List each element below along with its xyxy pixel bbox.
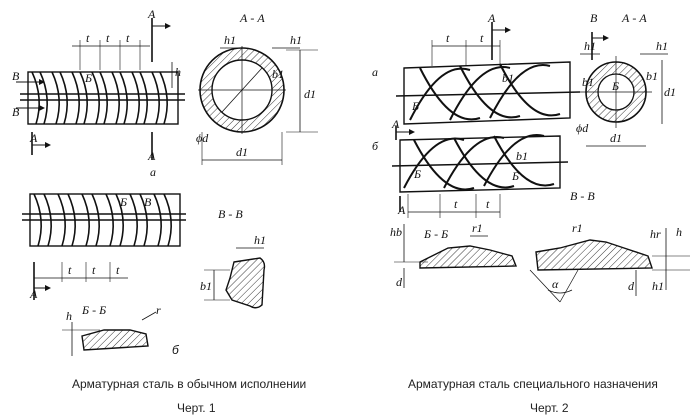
fig1-label-h1-b: h1 xyxy=(290,33,302,47)
fig2-label-hb: hb xyxy=(390,225,402,239)
fig2-label-b1-b: b1 xyxy=(646,69,658,83)
fig2-label-r1-b: r1 xyxy=(572,221,583,235)
fig2-label-marker-b-1: Б xyxy=(411,99,419,113)
fig2-label-section-aa: А - А xyxy=(621,11,647,25)
fig2-label-d1-v: d1 xyxy=(664,85,676,99)
fig1-label-t5: t xyxy=(92,263,96,277)
fig1-label-h-c: h xyxy=(66,309,72,323)
fig2-label-marker-a-1: А xyxy=(391,117,400,131)
fig2-label-phi-d: ϕd xyxy=(576,121,589,135)
fig1-label-marker-b-2: Б xyxy=(119,195,127,209)
fig1-label-h: h xyxy=(175,65,181,79)
figure2-section-vv xyxy=(529,228,690,303)
fig2-label-alpha: α xyxy=(552,277,559,291)
figure2-section-bb xyxy=(394,224,518,288)
fig1-label-marker-a-bottom: А xyxy=(147,149,156,163)
fig2-label-b1-a: b1 xyxy=(582,75,594,89)
fig2-label-section-vv: В - В xyxy=(570,189,595,203)
fig1-label-phi-d: ϕd xyxy=(196,131,209,145)
fig1-label-t6: t xyxy=(116,263,120,277)
fig2-label-h1-a: h1 xyxy=(584,39,596,53)
fig2-label-h1-c: h1 xyxy=(652,279,664,293)
fig2-label-marker-b-sec: Б xyxy=(611,79,619,93)
figure1-side-view-a xyxy=(16,18,185,160)
fig1-label-sub-a: а xyxy=(150,165,156,179)
fig1-label-marker-a-top: А xyxy=(147,7,156,21)
figure2-side-view-a xyxy=(395,22,581,140)
fig2-label-d-a: d xyxy=(396,275,403,289)
fig1-label-marker-v-2: В xyxy=(12,105,20,119)
fig2-label-sub-a: а xyxy=(372,65,378,79)
fig1-label-t2: t xyxy=(106,31,110,45)
fig1-label-t3: t xyxy=(126,31,130,45)
fig1-label-t4: t xyxy=(68,263,72,277)
fig1-label-h1-c: h1 xyxy=(254,233,266,247)
fig1-label-marker-v-3: В xyxy=(144,195,152,209)
fig2-label-b-1: b1 xyxy=(502,71,514,85)
fig2-label-marker-a-top: А xyxy=(487,11,496,25)
fig1-label-section-vv: В - В xyxy=(218,207,243,221)
fig2-label-marker-a-2: А xyxy=(397,203,406,217)
fig1-label-marker-a-b: А xyxy=(29,287,38,301)
fig1-label-b1-c: b1 xyxy=(200,279,212,293)
fig2-label-d-b: d xyxy=(628,279,635,293)
figure2-caption: Арматурная сталь специального назначения xyxy=(408,377,658,391)
fig1-label-h1-a: h1 xyxy=(224,33,236,47)
fig2-label-hr: hr xyxy=(650,227,661,241)
fig1-label-d1-v: d1 xyxy=(304,87,316,101)
fig2-label-t4: t xyxy=(486,197,490,211)
fig1-label-section-aa: А - А xyxy=(239,11,265,25)
figure1-side-view-b xyxy=(22,193,186,300)
fig1-label-marker-a-left: А xyxy=(29,131,38,145)
fig2-label-sub-b: б xyxy=(372,139,379,153)
fig1-label-marker-b: Б xyxy=(84,71,92,85)
fig2-label-t1: t xyxy=(446,31,450,45)
fig1-label-r: r xyxy=(156,303,161,317)
fig2-label-r1-a: r1 xyxy=(472,221,483,235)
figure2-cross-section-aa xyxy=(580,32,668,147)
fig2-label-h: h xyxy=(676,225,682,239)
fig2-label-t2: t xyxy=(480,31,484,45)
fig1-label-d1-h: d1 xyxy=(236,145,248,159)
fig2-label-section-bb: Б - Б xyxy=(423,227,448,241)
fig2-label-marker-b-2: Б xyxy=(413,167,421,181)
fig1-label-marker-v-1: В xyxy=(12,69,20,83)
fig2-label-d1-h: d1 xyxy=(610,131,622,145)
figure1-caption: Арматурная сталь в обычном исполнении xyxy=(72,377,307,391)
figure2-number: Черт. 2 xyxy=(530,401,569,415)
fig2-label-h1-b: h1 xyxy=(656,39,668,53)
figure1-section-vv xyxy=(204,247,266,309)
fig1-label-sub-b: б xyxy=(172,343,180,357)
figure1-section-bb xyxy=(62,311,157,356)
figure1-cross-section-aa xyxy=(198,46,318,165)
fig1-label-section-bb: Б - Б xyxy=(81,303,106,317)
fig2-label-b-b: b1 xyxy=(516,149,528,163)
fig2-label-marker-b-3: Б xyxy=(511,169,519,183)
fig1-label-b1: b1 xyxy=(272,67,284,81)
fig1-label-t1: t xyxy=(86,31,90,45)
fig2-label-marker-v-top: В xyxy=(590,11,598,25)
figure2-side-view-b xyxy=(391,134,569,218)
figure1-number: Черт. 1 xyxy=(177,401,216,415)
fig2-label-t3: t xyxy=(454,197,458,211)
